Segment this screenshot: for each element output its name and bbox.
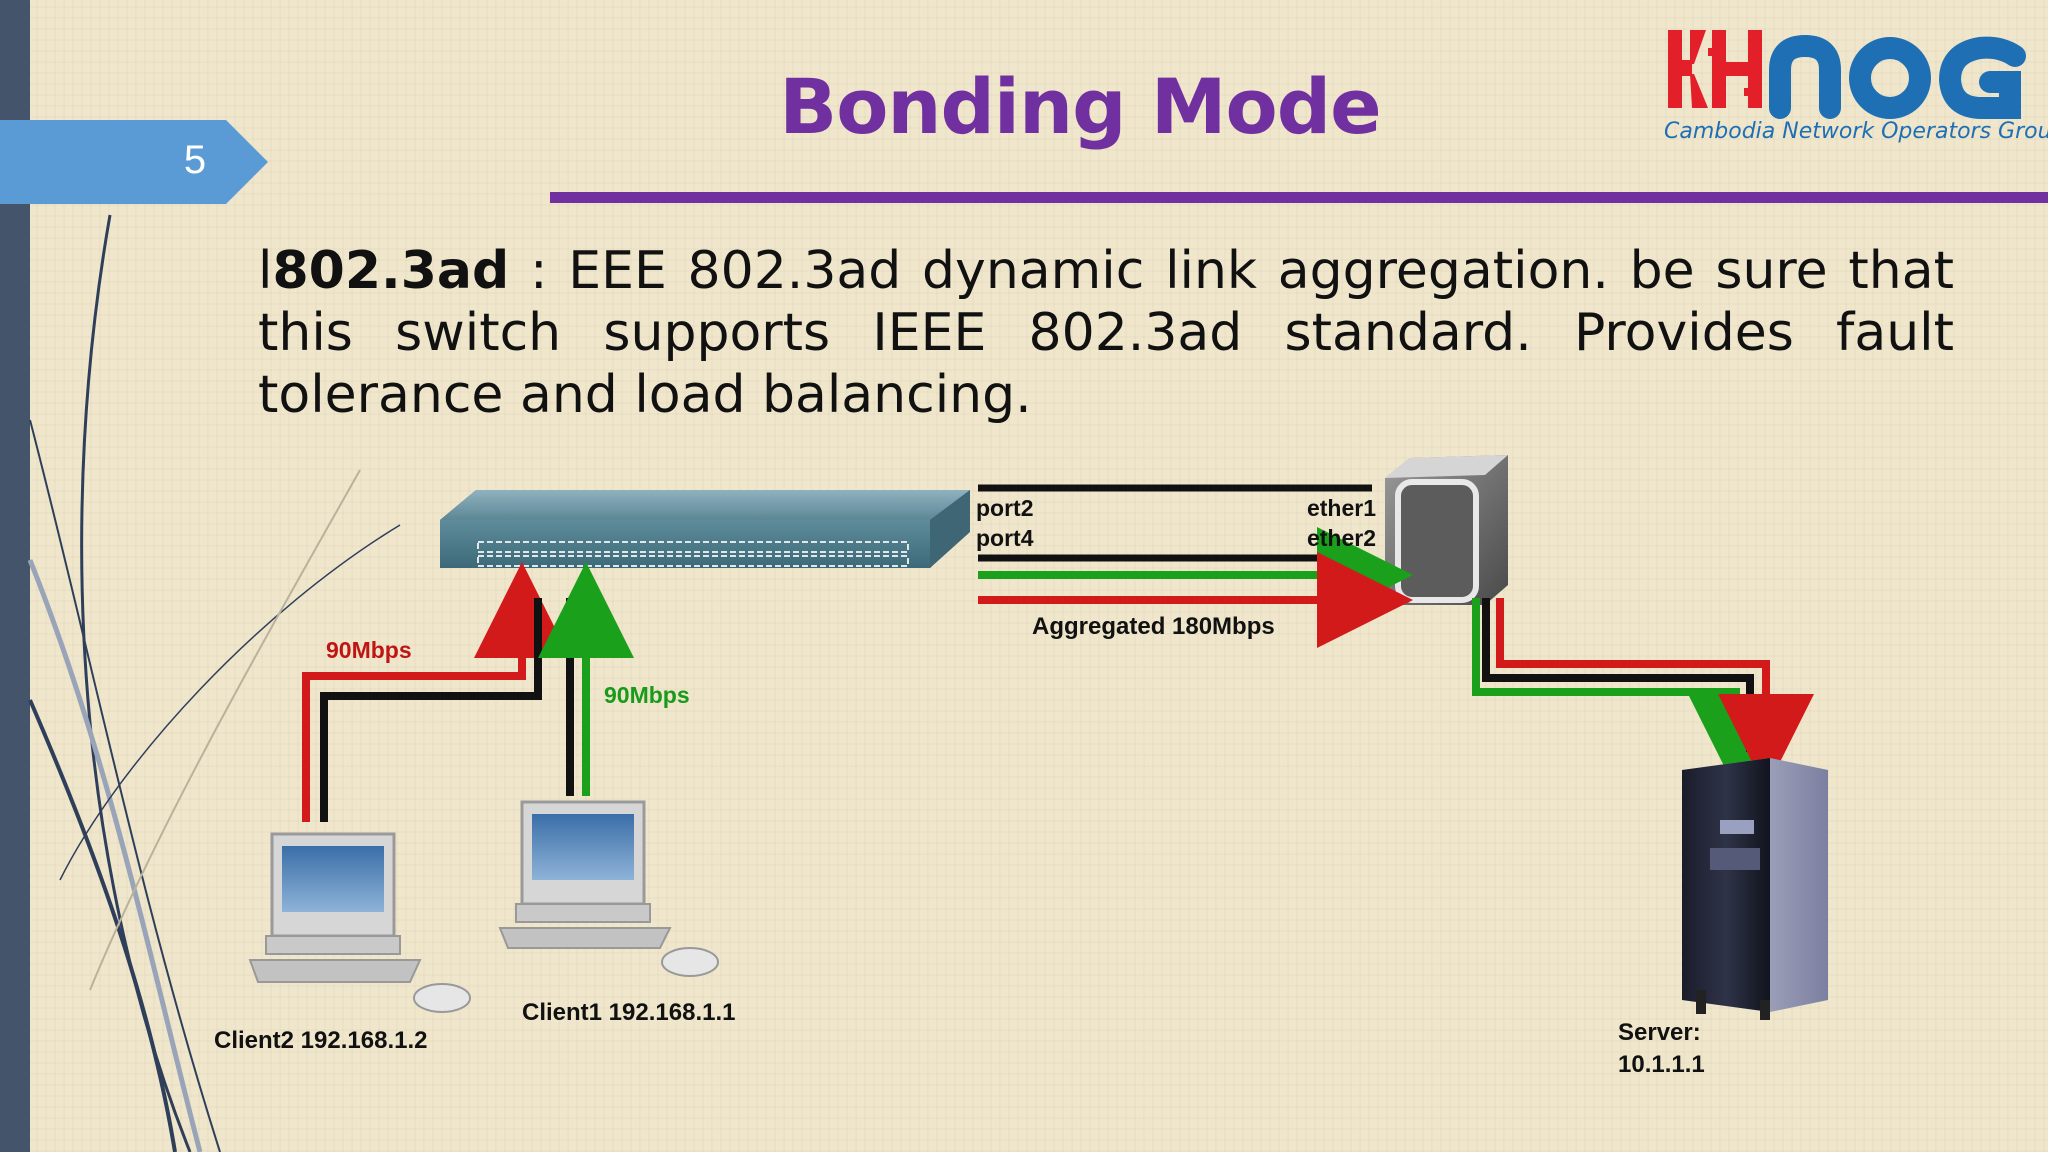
- title-underline: [550, 192, 2048, 203]
- slide-number: 5: [183, 138, 207, 182]
- client2-speed: 90Mbps: [326, 637, 412, 663]
- slide-number-tab: [0, 120, 268, 204]
- port2-label: port2: [976, 495, 1034, 521]
- ether1-label: ether1: [1307, 495, 1376, 521]
- logo-subtitle: Cambodia Network Operators Group: [1664, 119, 2048, 144]
- aggregate-label: Aggregated 180Mbps: [1032, 613, 1275, 640]
- client2-label: Client2 192.168.1.2: [214, 1027, 427, 1054]
- client1-speed: 90Mbps: [604, 682, 690, 708]
- server-label-name: Server:: [1618, 1019, 1701, 1046]
- server-rack: [1682, 758, 1828, 1020]
- client2-computer: [248, 832, 471, 1013]
- body-prefix: l: [258, 241, 273, 301]
- slide-title: Bonding Mode: [779, 62, 1381, 151]
- body-paragraph: l802.3ad : EEE 802.3ad dynamic link aggr…: [258, 240, 1954, 426]
- bonding-host: [1385, 455, 1508, 605]
- ether2-label: ether2: [1307, 525, 1376, 551]
- client1-computer: [498, 800, 719, 977]
- body-description: : EEE 802.3ad dynamic link aggregation. …: [258, 241, 1954, 425]
- body-term: 802.3ad: [272, 241, 510, 301]
- network-switch: [440, 490, 970, 568]
- server-label-ip: 10.1.1.1: [1618, 1051, 1705, 1078]
- khnog-logo: [1668, 30, 2026, 119]
- client1-label: Client1 192.168.1.1: [522, 999, 735, 1026]
- port4-label: port4: [976, 525, 1034, 551]
